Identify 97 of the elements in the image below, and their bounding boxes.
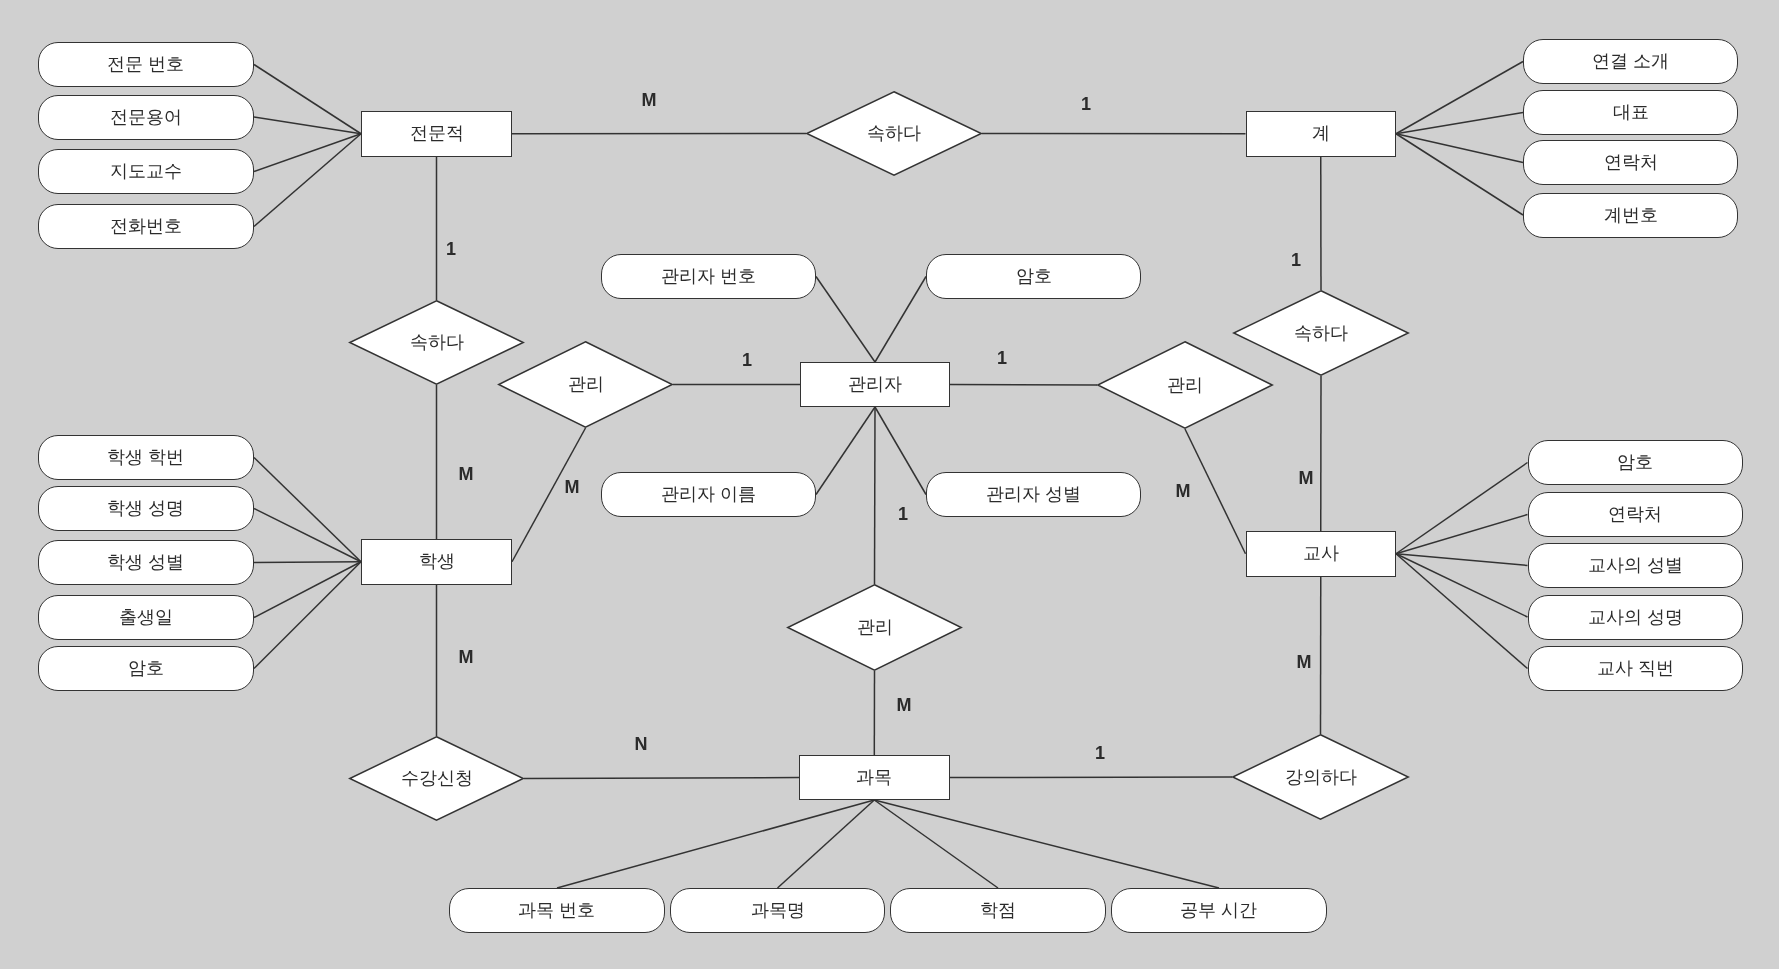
- connector-line: [948, 776, 1233, 779]
- relationship-diamond: 속하다: [349, 300, 524, 385]
- connector-line: [253, 561, 362, 670]
- relationship-diamond: 속하다: [1233, 290, 1409, 376]
- cardinality-label: 1: [1095, 744, 1105, 762]
- connector-line: [1320, 155, 1322, 291]
- connector-line: [873, 799, 999, 889]
- rounded-box: 암호: [926, 254, 1141, 299]
- relationship-diamond: 관리: [787, 584, 962, 671]
- entity-box: 학생: [361, 539, 512, 585]
- connector-line: [435, 384, 438, 540]
- connector-line: [523, 776, 800, 780]
- cardinality-label: 1: [898, 505, 908, 523]
- rounded-box: 암호: [38, 646, 254, 691]
- relationship-diamond: 관리: [498, 341, 673, 428]
- rounded-box: 지도교수: [38, 149, 254, 194]
- cardinality-label: N: [634, 735, 648, 753]
- rounded-box: 계번호: [1523, 192, 1738, 238]
- rounded-box: 공부 시간: [1111, 888, 1327, 933]
- connector-line: [1184, 428, 1247, 555]
- connector-line: [253, 561, 362, 564]
- connector-line: [1395, 133, 1524, 164]
- connector-line: [1395, 133, 1524, 216]
- rounded-box: 학생 성명: [38, 486, 254, 531]
- relationship-diamond: 속하다: [806, 91, 982, 176]
- cardinality-label: M: [896, 696, 912, 714]
- connector-line: [253, 63, 362, 135]
- connector-line: [1395, 461, 1529, 555]
- connector-line: [253, 456, 362, 563]
- connector-line: [1395, 111, 1524, 135]
- connector-line: [253, 561, 362, 619]
- cardinality-label: 1: [1081, 95, 1091, 113]
- connector-line: [1320, 375, 1322, 532]
- relationship-diamond: 수강신청: [349, 736, 524, 821]
- connector-line: [776, 799, 876, 889]
- connector-line: [1395, 60, 1524, 135]
- connector-line: [253, 116, 362, 135]
- connector-line: [873, 670, 876, 756]
- rounded-box: 학생 학번: [38, 435, 254, 480]
- cardinality-label: 1: [446, 240, 456, 258]
- rounded-box: 학생 성별: [38, 540, 254, 585]
- connector-line: [815, 406, 876, 496]
- connector-line: [1395, 553, 1529, 618]
- rounded-box: 관리자 성별: [926, 472, 1141, 517]
- rounded-box: 교사의 성별: [1527, 543, 1743, 588]
- rounded-box: 연락처: [1527, 492, 1743, 537]
- connector-line: [1395, 553, 1529, 567]
- rounded-box: 연결 소개: [1523, 39, 1738, 84]
- connector-line: [672, 383, 801, 386]
- connector-line: [253, 507, 362, 563]
- cardinality-label: M: [564, 478, 580, 496]
- relationship-diamond: 관리: [1097, 341, 1273, 429]
- rounded-box: 과목 번호: [449, 888, 665, 933]
- connector-line: [873, 799, 1220, 889]
- rounded-box: 출생일: [38, 595, 254, 640]
- connector-line: [1395, 513, 1529, 555]
- connector-line: [874, 406, 927, 496]
- cardinality-label: M: [1175, 482, 1191, 500]
- rounded-box: 관리자 번호: [601, 254, 816, 299]
- rounded-box: 암호: [1527, 440, 1743, 485]
- connector-line: [1395, 553, 1529, 670]
- entity-box: 계: [1245, 111, 1396, 157]
- rounded-box: 전화번호: [38, 204, 254, 249]
- connector-line: [873, 406, 876, 585]
- entity-box: 과목: [799, 755, 950, 800]
- rounded-box: 학점: [890, 888, 1106, 933]
- connector-line: [253, 133, 362, 228]
- cardinality-label: M: [1296, 653, 1312, 671]
- rounded-box: 연락처: [1523, 140, 1738, 185]
- rounded-box: 교사의 성명: [1527, 594, 1743, 640]
- rounded-box: 교사 직번: [1527, 646, 1743, 691]
- cardinality-label: 1: [742, 351, 752, 369]
- connector-line: [815, 275, 876, 363]
- cardinality-label: M: [458, 465, 474, 483]
- connector-line: [1319, 575, 1322, 735]
- connector-line: [253, 133, 362, 173]
- rounded-box: 관리자 이름: [601, 472, 816, 517]
- connector-line: [435, 155, 438, 301]
- connector-line: [981, 132, 1247, 135]
- rounded-box: 과목명: [670, 888, 885, 933]
- connector-line: [874, 275, 927, 363]
- entity-box: 교사: [1245, 531, 1396, 577]
- entity-box: 관리자: [800, 362, 950, 407]
- cardinality-label: M: [1298, 469, 1314, 487]
- cardinality-label: 1: [1291, 251, 1301, 269]
- connector-line: [435, 583, 438, 737]
- rounded-box: 전문 번호: [38, 42, 254, 87]
- cardinality-label: M: [458, 648, 474, 666]
- entity-box: 전문적: [361, 111, 512, 157]
- connector-line: [511, 132, 807, 135]
- rounded-box: 전문용어: [38, 94, 254, 140]
- rounded-box: 대표: [1523, 90, 1738, 135]
- connector-line: [949, 383, 1098, 386]
- connector-line: [511, 427, 587, 563]
- relationship-diamond: 강의하다: [1232, 734, 1409, 820]
- cardinality-label: M: [641, 91, 657, 109]
- cardinality-label: 1: [997, 349, 1007, 367]
